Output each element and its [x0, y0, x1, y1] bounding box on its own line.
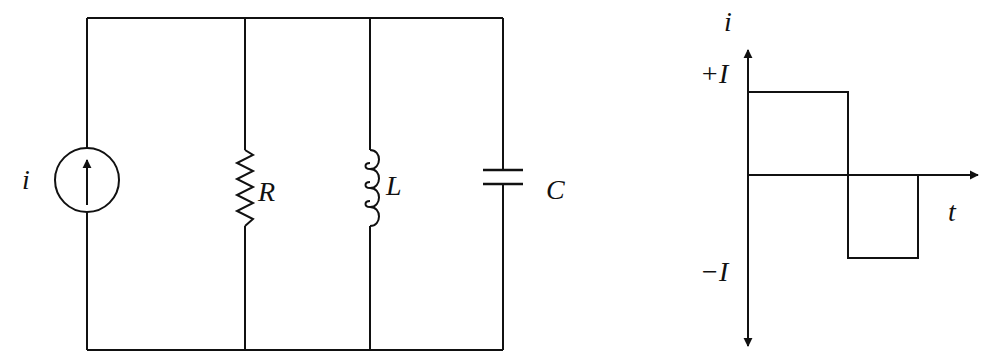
- capacitor-label: C: [546, 176, 565, 204]
- capacitor-symbol: [483, 170, 523, 184]
- time-axis: [748, 174, 978, 176]
- inductor-wire: [369, 18, 371, 350]
- current-axis: [747, 50, 749, 346]
- inductor-label: L: [386, 172, 402, 200]
- resistor-label: R: [258, 178, 275, 206]
- resistor-symbol: [237, 150, 253, 226]
- bottom-wire: [87, 349, 503, 351]
- level-label: +I: [700, 60, 728, 88]
- axis-label: t: [948, 198, 956, 226]
- current-source-symbol: [55, 148, 119, 212]
- top-wire: [87, 17, 503, 19]
- source-label: i: [22, 166, 30, 194]
- level-label: −I: [700, 258, 728, 286]
- inductor-symbol: [366, 150, 380, 226]
- square-waveform: [748, 92, 918, 258]
- source-wire: [86, 18, 88, 350]
- axis-label: i: [724, 8, 732, 36]
- source-arrow: [86, 160, 88, 205]
